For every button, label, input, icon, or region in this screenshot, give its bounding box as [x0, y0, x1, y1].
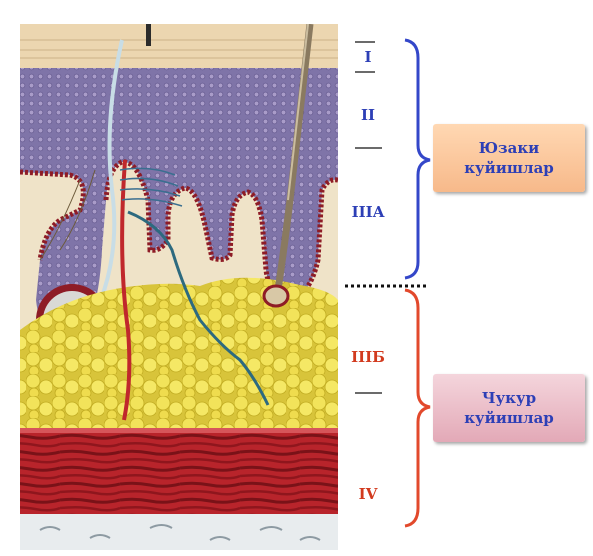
- deep-burns-line1: Чукур: [482, 388, 536, 408]
- layer-label-iv: IV: [348, 485, 388, 503]
- layer-label-iiia: IIIA: [348, 203, 388, 221]
- superficial-burns-box: Юзаки куйишлар: [433, 124, 585, 192]
- layer-label-ii: II: [348, 106, 388, 124]
- deep-burns-line2: куйишлар: [464, 408, 554, 428]
- superficial-burns-line1: Юзаки: [479, 138, 540, 158]
- hair-tip: [146, 20, 151, 46]
- deep-burns-box: Чукур куйишлар: [433, 374, 585, 442]
- hair-bulb: [264, 286, 288, 306]
- muscle-layer: [20, 428, 338, 514]
- layer-label-i: I: [348, 48, 388, 66]
- skin-illustration-group: [20, 20, 338, 550]
- superficial-bracket: [405, 40, 430, 278]
- stratum-corneum-layer: [20, 24, 338, 68]
- superficial-burns-line2: куйишлар: [464, 158, 554, 178]
- deep-tissue-layer: [20, 514, 338, 550]
- fascia-line: [20, 428, 338, 433]
- layer-label-iiib: IIIБ: [348, 348, 388, 366]
- deep-bracket: [405, 290, 430, 526]
